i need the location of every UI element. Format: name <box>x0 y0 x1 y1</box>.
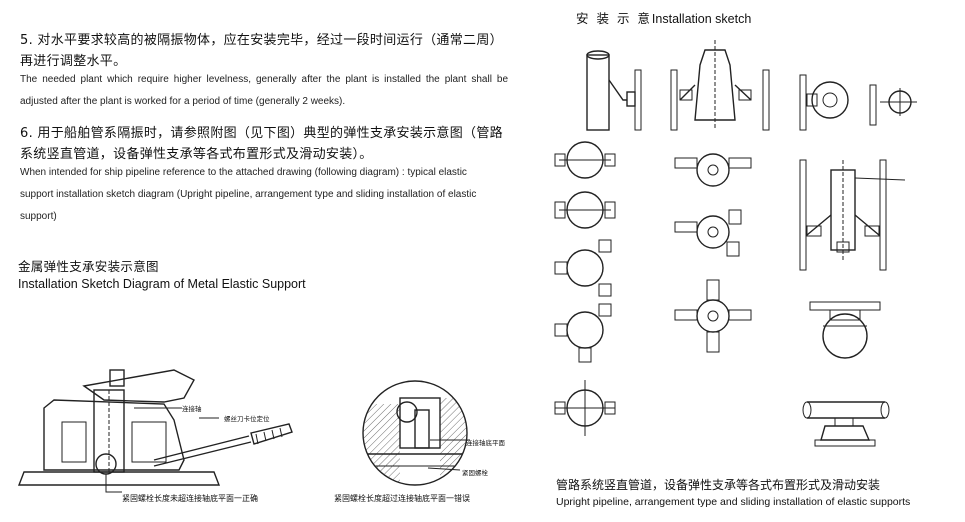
label-fastening-bolt: 紧固螺栓 <box>462 469 488 477</box>
caption-correct: 紧固螺栓长度未超连接轴底平面一正确 <box>122 494 258 503</box>
metal-support-drawing <box>17 369 293 493</box>
installation-caption-zh: 管路系统竖直管道，设备弹性支承等各式布置形式及滑动安装 <box>556 478 881 492</box>
installation-sketch-title-en: Installation sketch <box>651 12 752 26</box>
metal-support-title-zh: 金属弹性支承安装示意图 <box>18 259 159 274</box>
label-shaft-bottom-plane: 连接轴底平面 <box>466 439 505 447</box>
section-6-body: When intended for ship pipeline referenc… <box>20 167 477 222</box>
section-6-heading: 6. 用于船舶管系隔振时，请参照附图（见下图）典型的弹性支承安装示意图（管路系统… <box>20 126 503 162</box>
bolt-detail-drawing <box>362 380 470 486</box>
installation-sketch-title-zh: 安 装 示 意 <box>576 11 652 26</box>
metal-support-title-en: Installation Sketch Diagram of Metal Ela… <box>18 277 306 291</box>
installation-caption-en: Upright pipeline, arrangement type and s… <box>556 496 911 508</box>
installation-sketch-title: 安 装 示 意Installation sketch <box>576 8 751 27</box>
section-5-body: The needed plant which require higher le… <box>20 74 508 107</box>
label-screw-blade-position: 螺丝刀卡位定位 <box>224 415 270 423</box>
label-connecting-shaft: 连接轴 <box>182 405 202 413</box>
installation-sketch-drawings <box>554 40 917 447</box>
section-5-heading: 5. 对水平要求较高的被隔振物体，应在安装完毕，经过一段时间运行（通常二周）再进… <box>20 33 503 69</box>
caption-wrong: 紧固螺栓长度超过连接轴底平面一错误 <box>334 494 470 503</box>
